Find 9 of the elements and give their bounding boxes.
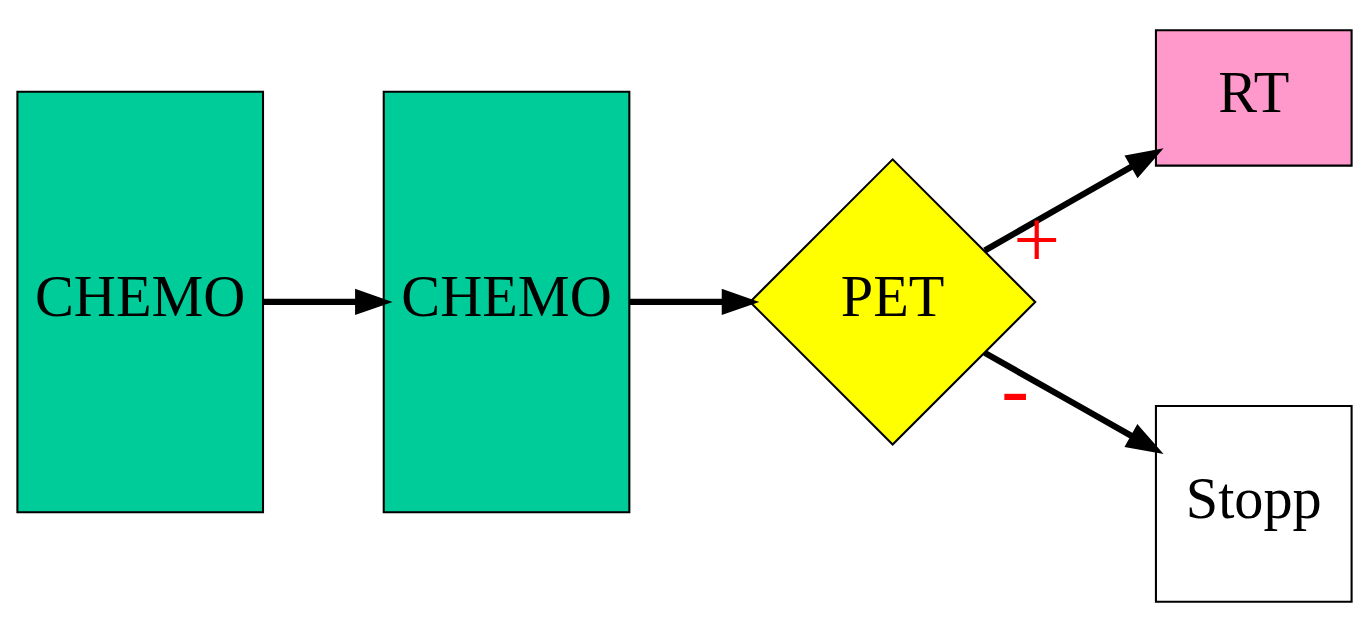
arrow: [983, 350, 1164, 455]
arrow: [629, 288, 760, 316]
node-box: CHEMO: [382, 90, 631, 514]
edge-label: -: [1001, 342, 1029, 435]
node-box: Stopp: [1154, 404, 1353, 603]
node-box: RT: [1154, 29, 1353, 167]
arrow: [983, 148, 1164, 254]
arrow: [263, 288, 393, 316]
node-box: CHEMO: [16, 90, 265, 514]
